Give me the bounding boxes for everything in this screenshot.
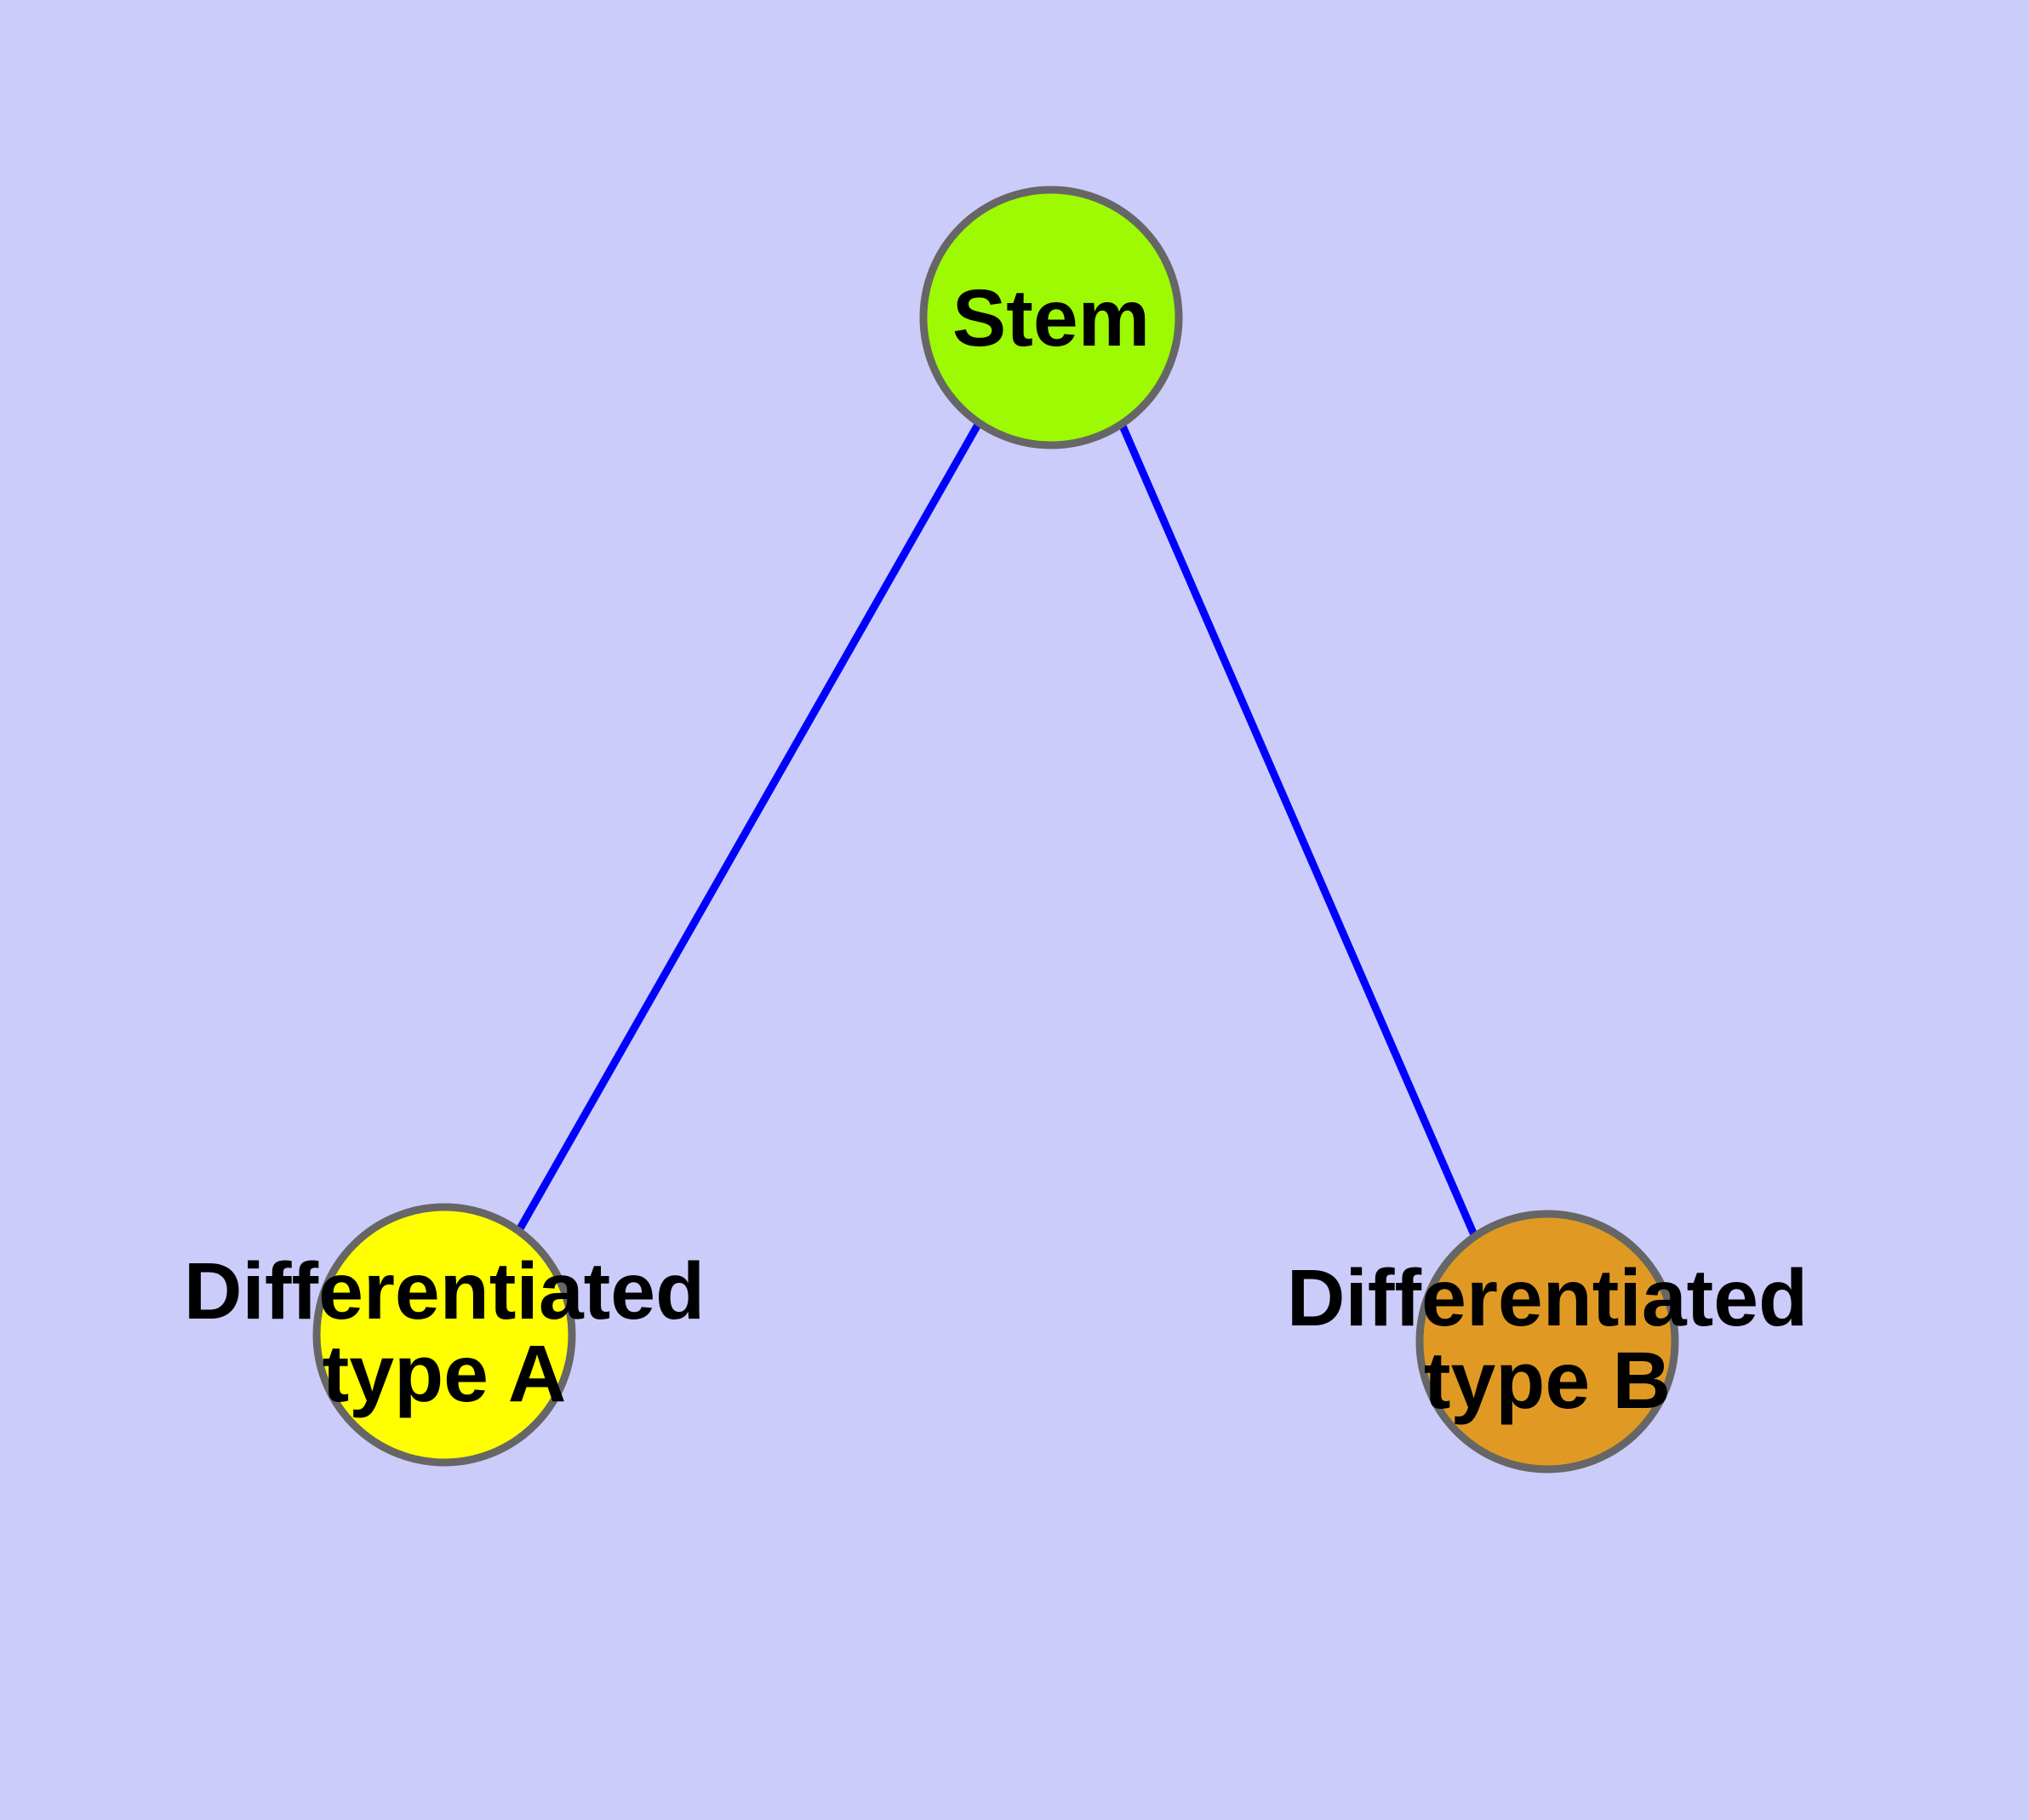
- edge-stem-to-diff-b: [1117, 422, 1479, 1239]
- node-differentiated-type-b[interactable]: [1415, 1210, 1679, 1474]
- edge-stem-to-diff-a: [516, 421, 982, 1233]
- node-stem[interactable]: [919, 186, 1183, 449]
- node-differentiated-type-a[interactable]: [312, 1203, 576, 1467]
